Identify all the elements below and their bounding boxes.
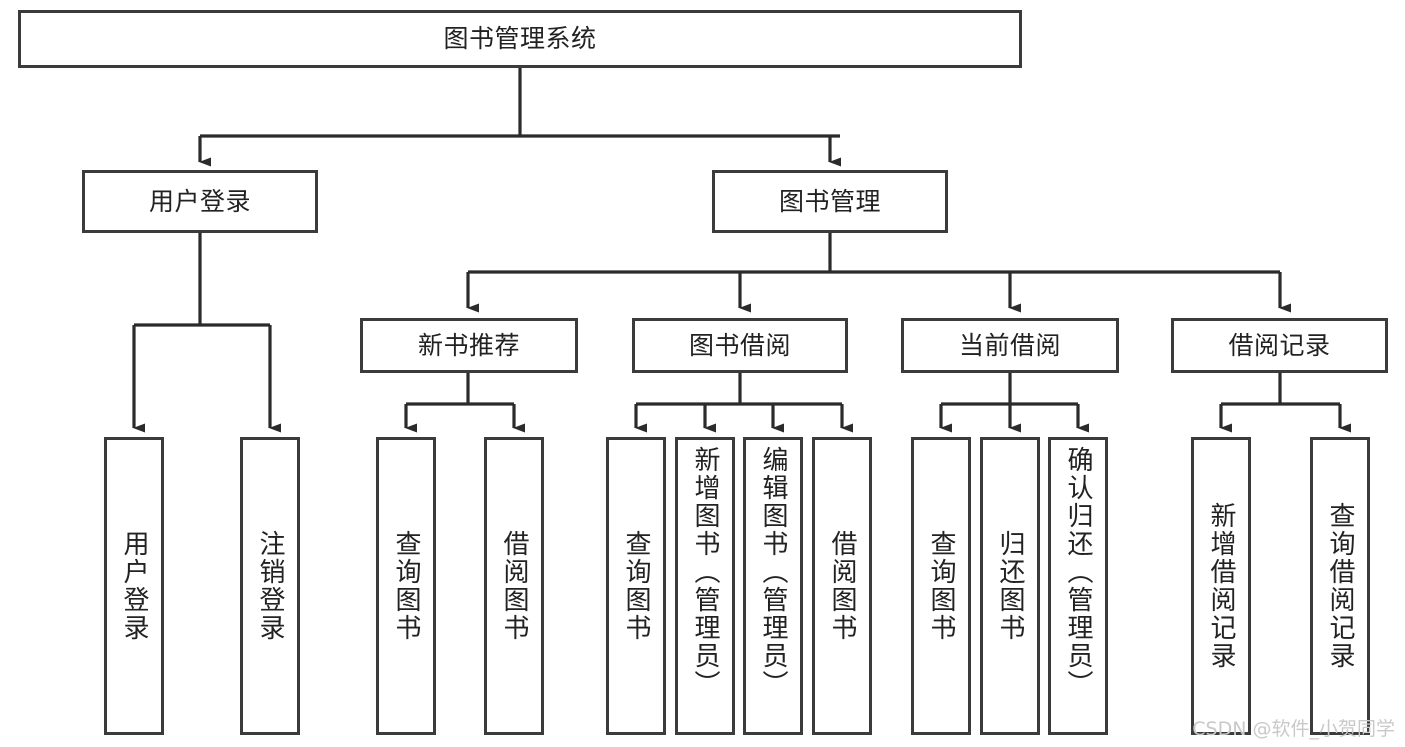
leaf-current-query-book[interactable]: 查询图书 [911,437,971,735]
node-label: 借阅图书 [827,530,857,642]
node-current-borrow[interactable]: 当前借阅 [901,318,1119,373]
leaf-recommend-borrow-book[interactable]: 借阅图书 [484,437,544,735]
node-label: 注销登录 [255,530,285,642]
node-label: 查询图书 [926,530,956,642]
node-label: 编辑图书（管理员） [758,446,788,698]
node-label: 当前借阅 [958,330,1061,360]
node-borrow-record[interactable]: 借阅记录 [1171,318,1388,373]
leaf-record-add-record[interactable]: 新增借阅记录 [1191,437,1251,735]
node-label: 新增图书（管理员） [690,446,720,698]
leaf-borrow-edit-book-admin[interactable]: 编辑图书（管理员） [743,437,803,735]
node-label: 新书推荐 [417,330,520,360]
node-label: 借阅图书 [499,530,529,642]
leaf-borrow-add-book-admin[interactable]: 新增图书（管理员） [675,437,735,735]
leaf-borrow-query-book[interactable]: 查询图书 [606,437,666,735]
leaf-user-login-logout[interactable]: 注销登录 [240,437,300,735]
csdn-watermark: CSDN @软件_小贺同学 [1192,718,1395,740]
leaf-recommend-query-book[interactable]: 查询图书 [376,437,436,735]
leaf-user-login-login[interactable]: 用户登录 [104,437,164,735]
node-label: 用户登录 [148,186,251,216]
leaf-current-confirm-return-admin[interactable]: 确认归还（管理员） [1048,437,1108,735]
node-label: 查询借阅记录 [1325,502,1355,670]
node-label: 归还图书 [995,530,1025,642]
leaf-current-return-book[interactable]: 归还图书 [980,437,1040,735]
node-user-login[interactable]: 用户登录 [82,170,318,233]
node-root-system[interactable]: 图书管理系统 [18,10,1022,68]
node-label: 图书借阅 [688,330,791,360]
node-label: 用户登录 [119,530,149,642]
leaf-borrow-borrow-book[interactable]: 借阅图书 [812,437,872,735]
leaf-record-query-record[interactable]: 查询借阅记录 [1310,437,1370,735]
node-label: 新增借阅记录 [1206,502,1236,670]
node-label: 确认归还（管理员） [1063,446,1093,698]
node-label: 图书管理 [778,186,881,216]
node-label: 查询图书 [621,530,651,642]
node-label: 借阅记录 [1228,330,1331,360]
node-book-management[interactable]: 图书管理 [712,170,948,233]
node-label: 图书管理系统 [443,24,597,53]
node-label: 查询图书 [391,530,421,642]
node-new-book-recommend[interactable]: 新书推荐 [360,318,578,373]
node-book-borrow[interactable]: 图书借阅 [632,318,848,373]
